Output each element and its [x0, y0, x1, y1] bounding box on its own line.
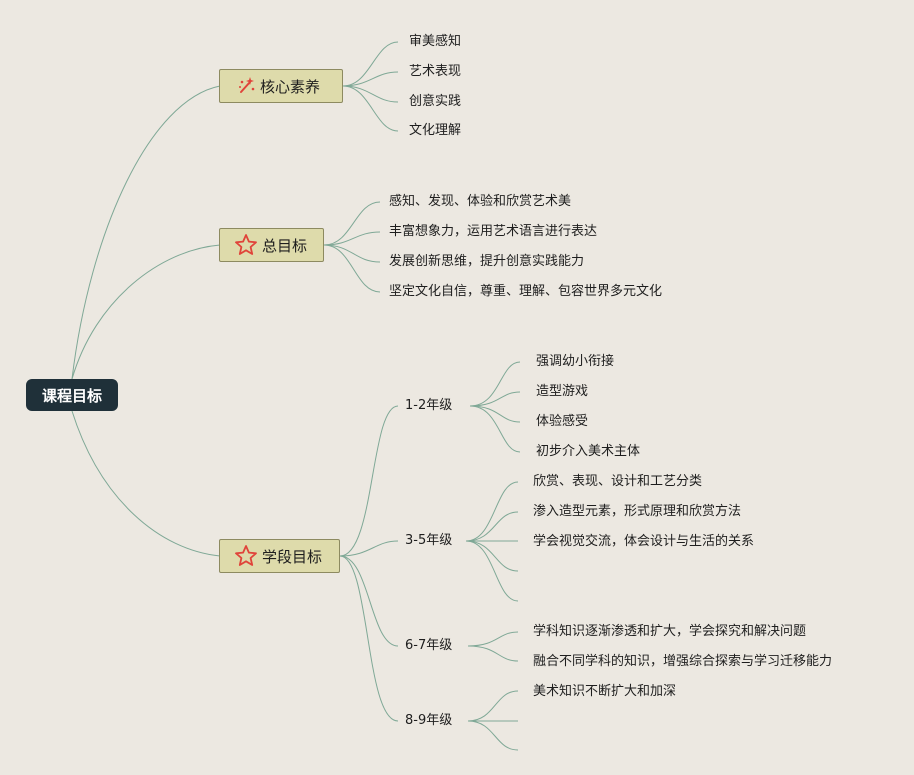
star-icon	[235, 234, 257, 255]
leaf-item: 审美感知	[409, 34, 462, 49]
leaf-item: 初步介入美术主体	[536, 444, 641, 459]
leaf-item: 欣赏、表现、设计和工艺分类	[533, 474, 703, 489]
leaf-item: 学会视觉交流，体会设计与生活的关系	[533, 534, 755, 549]
leaf-item: 创意实践	[409, 94, 462, 109]
leaf-item: 坚定文化自信，尊重、理解、包容世界多元文化	[389, 284, 663, 299]
leaf-item: 感知、发现、体验和欣赏艺术美	[389, 194, 572, 209]
leaf-item: 文化理解	[409, 123, 462, 138]
leaf-item: 渗入造型元素，形式原理和欣赏方法	[533, 504, 742, 519]
leaf-item: 学科知识逐渐渗透和扩大，学会探究和解决问题	[533, 624, 807, 639]
branch-general-goals[interactable]: 总目标	[219, 228, 324, 262]
leaf-item: 强调幼小衔接	[536, 354, 615, 369]
leaf-item: 艺术表现	[409, 64, 462, 79]
leaf-item: 融合不同学科的知识，增强综合探索与学习迁移能力	[533, 654, 833, 669]
grade-node-3-5[interactable]: 3-5年级	[405, 533, 453, 548]
grade-node-8-9[interactable]: 8-9年级	[405, 713, 453, 728]
branch-stage-goals[interactable]: 学段目标	[219, 539, 340, 573]
root-node[interactable]: 课程目标	[26, 379, 118, 411]
grade-node-1-2[interactable]: 1-2年级	[405, 398, 453, 413]
leaf-item: 体验感受	[536, 414, 589, 429]
leaf-item: 美术知识不断扩大和加深	[533, 684, 677, 699]
branch-label: 总目标	[262, 236, 308, 255]
branch-core-literacy[interactable]: 核心素养	[219, 69, 343, 103]
leaf-item: 丰富想象力，运用艺术语言进行表达	[389, 224, 598, 239]
sparkle-icon	[239, 77, 255, 93]
star-icon	[235, 545, 257, 566]
leaf-item: 造型游戏	[536, 384, 589, 399]
leaf-item: 发展创新思维，提升创意实践能力	[389, 254, 585, 269]
branch-label: 学段目标	[262, 547, 323, 566]
root-label: 课程目标	[41, 386, 102, 405]
branch-label: 核心素养	[260, 77, 321, 96]
grade-node-6-7[interactable]: 6-7年级	[405, 638, 453, 653]
